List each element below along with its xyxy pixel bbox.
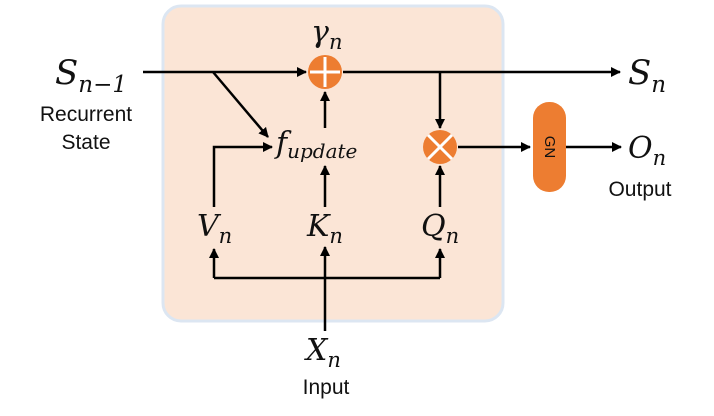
decay-symbol: γn bbox=[311, 15, 342, 54]
query-symbol: Qn bbox=[421, 209, 459, 248]
multiply-operator bbox=[423, 130, 457, 164]
output-symbol: On bbox=[628, 131, 666, 170]
input-label: Input bbox=[303, 376, 350, 399]
group-norm-block: GN bbox=[533, 102, 566, 192]
input-symbol: Xn bbox=[304, 333, 341, 372]
prev-state-symbol: Sn−1 bbox=[55, 53, 127, 98]
value-symbol: Vn bbox=[197, 209, 232, 248]
output-label: Output bbox=[608, 178, 671, 201]
recurrent-state-label-line1: Recurrent bbox=[40, 103, 132, 126]
gn-label: GN bbox=[541, 136, 558, 159]
recurrent-state-label-line2: State bbox=[61, 131, 110, 154]
rounded-box-icon bbox=[533, 102, 566, 192]
next-state-symbol: Sn bbox=[628, 53, 666, 98]
key-symbol: Kn bbox=[306, 209, 343, 248]
add-operator bbox=[308, 55, 342, 89]
connectors bbox=[143, 67, 622, 331]
recurrent-block-panel bbox=[161, 4, 505, 323]
